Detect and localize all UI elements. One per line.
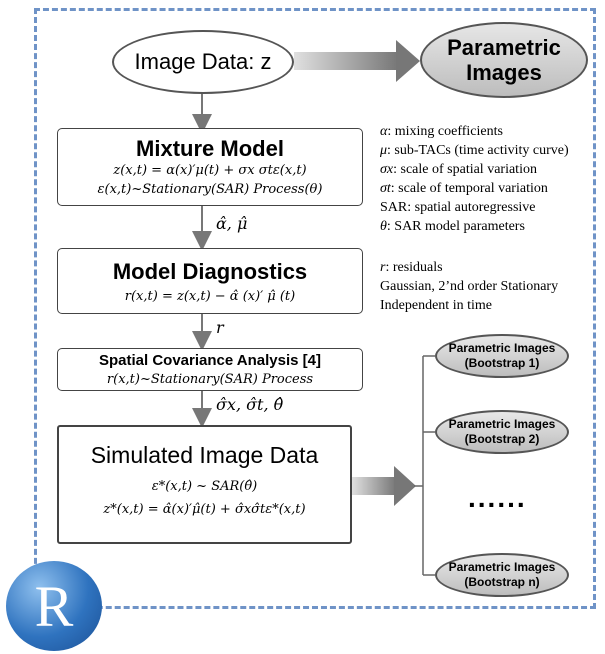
r-logo: R	[6, 561, 102, 651]
simulated-image-data-title: Simulated Image Data	[90, 442, 319, 468]
thick-arrow-top	[294, 40, 420, 82]
diagnostics-equation: r(x,t) = z(x,t) − α̂ (x)′ μ̂ (t)	[124, 289, 296, 304]
mixture-model-box: Mixture Model z(x,t) = α(x)′μ(t) + σx σt…	[57, 128, 363, 206]
legend-row: Gaussian, 2’nd order Stationary	[380, 279, 559, 294]
bootstrap-oval-2: Parametric Images (Bootstrap 2)	[435, 410, 569, 454]
spatial-equation: r(x,t)~Stationary(SAR) Process	[106, 372, 314, 387]
bootstrap-1-line2: (Bootstrap 1)	[464, 356, 540, 370]
edge-label-sigma-theta: σ̂x, σ̂t, θ̂	[216, 395, 284, 414]
legend-row: σx: scale of spatial variation	[380, 162, 537, 177]
r-logo-letter: R	[34, 573, 74, 639]
simulated-equation-1: ε*(x,t) ~ SAR(θ̂)	[151, 479, 258, 494]
image-data-label: Image Data: z	[134, 49, 272, 74]
bootstrap-oval-1: Parametric Images (Bootstrap 1)	[435, 334, 569, 378]
spatial-covariance-box: Spatial Covariance Analysis [4] r(x,t)~S…	[57, 348, 363, 391]
legend-row: r: residuals	[380, 260, 443, 275]
parametric-images-line1: Parametric	[447, 35, 561, 60]
legend-row: μ: sub-TACs (time activity curve)	[380, 143, 569, 158]
bootstrap-oval-n: Parametric Images (Bootstrap n)	[435, 553, 569, 597]
legend-row: θ: SAR model parameters	[380, 219, 525, 234]
simulated-equation-2: z*(x,t) = α̂(x)′μ̂(t) + σ̂xσ̂tε*(x,t)	[103, 502, 306, 517]
simulated-image-data-box: Simulated Image Data ε*(x,t) ~ SAR(θ̂) z…	[57, 425, 352, 544]
mixture-equation-1: z(x,t) = α(x)′μ(t) + σx σtε(x,t)	[113, 163, 307, 178]
legend-row: Independent in time	[380, 298, 492, 313]
image-data-oval: Image Data: z	[112, 30, 294, 94]
spatial-covariance-title: Spatial Covariance Analysis [4]	[98, 352, 322, 369]
bootstrap-2-line1: Parametric Images	[448, 417, 556, 431]
legend-row: σt: scale of temporal variation	[380, 181, 548, 196]
bootstrap-bracket	[414, 355, 435, 576]
model-diagnostics-box: Model Diagnostics r(x,t) = z(x,t) − α̂ (…	[57, 248, 363, 314]
parametric-images-oval: Parametric Images	[420, 22, 588, 98]
mixture-equation-2: ε(x,t)~Stationary(SAR) Process(θ)	[97, 182, 323, 197]
symbol-legend: α: mixing coefficients μ: sub-TACs (time…	[380, 122, 569, 236]
residual-legend: r: residuals Gaussian, 2’nd order Statio…	[380, 258, 558, 315]
bootstrap-n-line2: (Bootstrap n)	[464, 575, 540, 589]
bootstrap-1-line1: Parametric Images	[448, 341, 556, 355]
bootstrap-2-line2: (Bootstrap 2)	[464, 432, 540, 446]
mixture-model-title: Mixture Model	[136, 136, 284, 161]
ellipsis: ......	[468, 482, 527, 513]
thick-arrow-bottom	[352, 466, 416, 506]
edge-label-alpha-mu: α̂, μ̂	[216, 214, 248, 233]
edge-label-r: r	[216, 318, 224, 337]
legend-row: α: mixing coefficients	[380, 124, 503, 139]
legend-row: SAR: spatial autoregressive	[380, 200, 536, 215]
bootstrap-n-line1: Parametric Images	[448, 560, 556, 574]
model-diagnostics-title: Model Diagnostics	[112, 259, 308, 284]
parametric-images-line2: Images	[466, 60, 542, 85]
dashed-frame	[34, 8, 596, 609]
